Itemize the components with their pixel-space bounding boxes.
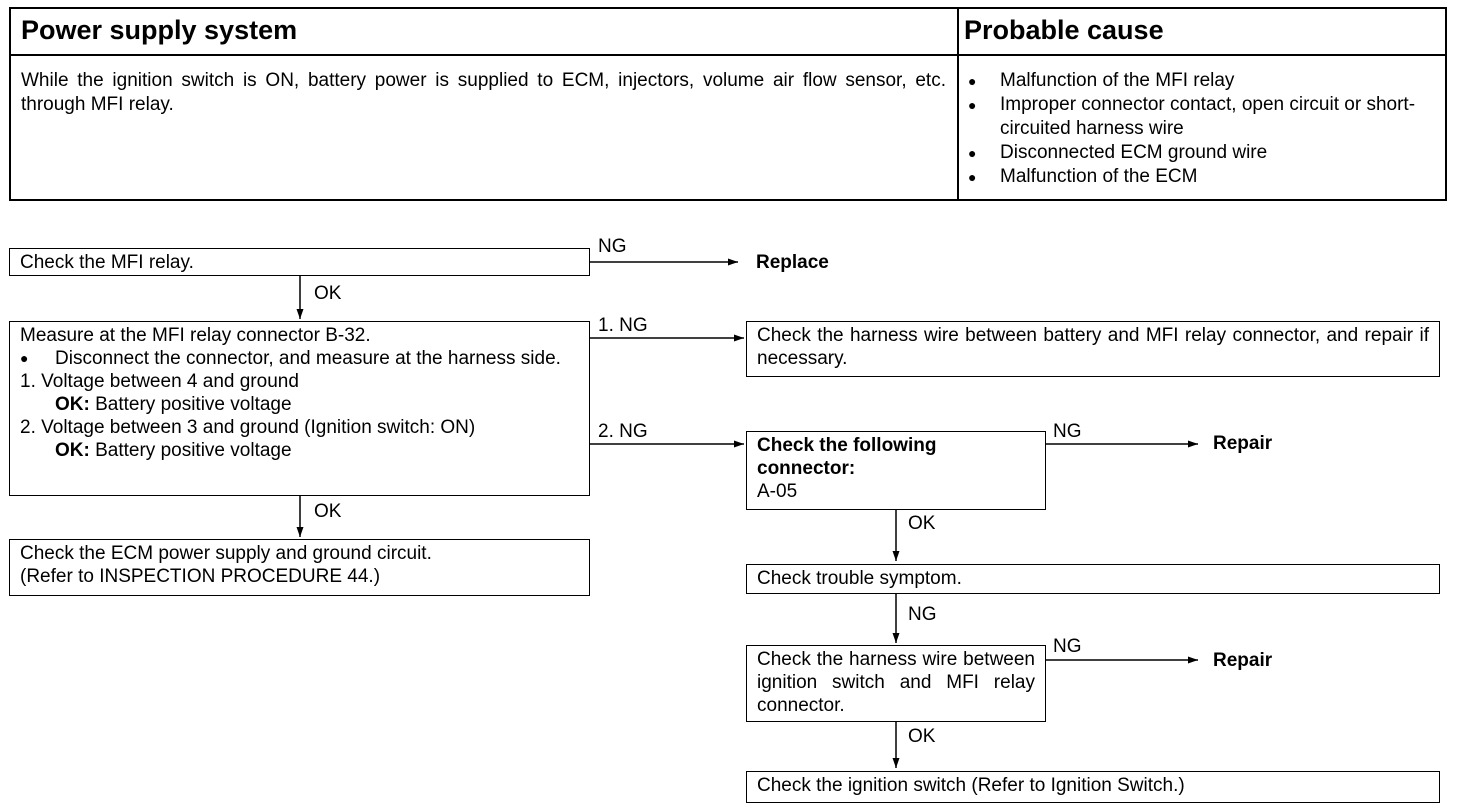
- ng1-label: 1. NG: [598, 315, 648, 336]
- connector-title: Check the following connector:: [757, 435, 937, 479]
- cause-item: Malfunction of the MFI relay: [964, 69, 1444, 93]
- harness-ignition-box: Check the harness wire between ignition …: [746, 645, 1046, 722]
- header-table: Power supply system Probable cause While…: [9, 7, 1447, 201]
- measure-ok-1: OK: Battery positive voltage: [20, 393, 579, 416]
- measure-relay-connector-box: Measure at the MFI relay connector B-32.…: [9, 321, 590, 496]
- check-mfi-relay-text: Check the MFI relay.: [20, 252, 194, 273]
- cause-item: Disconnected ECM ground wire: [964, 141, 1444, 165]
- ok-label: OK: [908, 513, 936, 534]
- ok-label: OK: [314, 283, 342, 304]
- harness-ignition-text: Check the harness wire between ignition …: [757, 649, 1035, 716]
- measure-item-2: 2. Voltage between 3 and ground (Ignitio…: [20, 417, 476, 438]
- ecm-check-line-2: (Refer to INSPECTION PROCEDURE 44.): [20, 566, 381, 587]
- check-mfi-relay-box: Check the MFI relay.: [9, 248, 590, 276]
- ng-label: NG: [1053, 636, 1082, 657]
- cause-item: Improper connector contact, open circuit…: [964, 93, 1444, 141]
- harness-battery-text: Check the harness wire between battery a…: [757, 325, 1429, 369]
- check-ignition-switch-box: Check the ignition switch (Refer to Igni…: [746, 771, 1440, 803]
- measure-bullet: Disconnect the connector, and measure at…: [20, 347, 579, 370]
- header-title: Power supply system: [21, 15, 298, 45]
- harness-battery-box: Check the harness wire between battery a…: [746, 321, 1440, 377]
- ok-value: Battery positive voltage: [95, 440, 292, 461]
- ok-prefix: OK:: [55, 394, 90, 415]
- ng-label: NG: [1053, 421, 1082, 442]
- ignition-switch-text: Check the ignition switch (Refer to Igni…: [757, 775, 1185, 796]
- ecm-check-line-1: Check the ECM power supply and ground ci…: [20, 543, 432, 564]
- repair-result: Repair: [1213, 433, 1273, 454]
- ok-value: Battery positive voltage: [95, 394, 292, 415]
- ok-label: OK: [314, 501, 342, 522]
- system-description: While the ignition switch is ON, battery…: [21, 70, 946, 115]
- check-connector-box: Check the following connector: A-05: [746, 431, 1046, 510]
- check-trouble-symptom-box: Check trouble symptom.: [746, 564, 1440, 594]
- ok-prefix: OK:: [55, 440, 90, 461]
- cause-item: Malfunction of the ECM: [964, 165, 1444, 189]
- connector-value: A-05: [757, 481, 798, 502]
- ok-label: OK: [908, 726, 936, 747]
- ng2-label: 2. NG: [598, 421, 648, 442]
- probable-cause-title: Probable cause: [964, 15, 1164, 45]
- header-column-divider: [957, 9, 959, 199]
- measure-title: Measure at the MFI relay connector B-32.: [20, 325, 371, 346]
- ng-label: NG: [908, 604, 937, 625]
- ecm-power-supply-box: Check the ECM power supply and ground ci…: [9, 539, 590, 596]
- ng-label: NG: [598, 236, 627, 257]
- trouble-symptom-text: Check trouble symptom.: [757, 568, 962, 589]
- repair-result: Repair: [1213, 650, 1273, 671]
- header-row-divider: [11, 54, 1445, 56]
- replace-result: Replace: [756, 252, 829, 273]
- measure-ok-2: OK: Battery positive voltage: [20, 439, 579, 462]
- probable-cause-list: Malfunction of the MFI relay Improper co…: [964, 69, 1444, 189]
- measure-item-1: 1. Voltage between 4 and ground: [20, 371, 299, 392]
